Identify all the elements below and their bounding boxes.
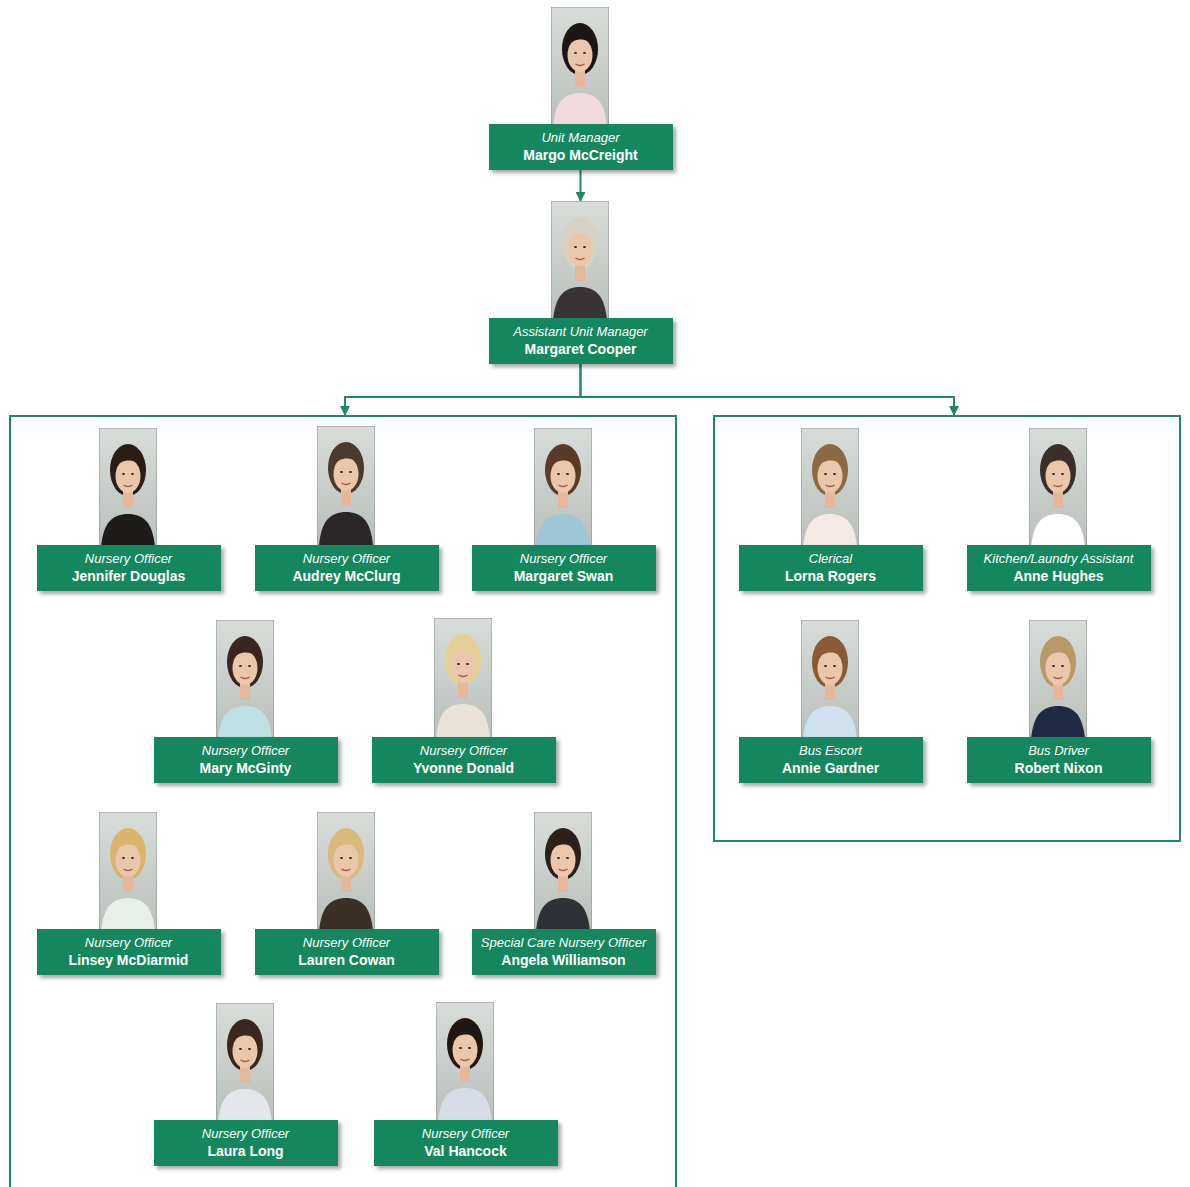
name-label: Nursery OfficerJennifer Douglas [37,545,221,591]
portrait-photo [216,1003,274,1123]
staff-name: Linsey McDiarmid [69,951,189,969]
staff-card: Unit ManagerMargo McCreight [489,7,673,170]
job-title: Nursery Officer [303,551,390,567]
job-title: Assistant Unit Manager [513,324,647,340]
job-title: Nursery Officer [202,1126,289,1142]
portrait-photo [801,620,859,740]
name-label: Nursery OfficerYvonne Donald [372,737,556,783]
portrait-photo [1029,620,1087,740]
staff-name: Annie Gardner [782,759,879,777]
portrait-photo [534,428,592,548]
job-title: Nursery Officer [420,743,507,759]
staff-name: Margaret Cooper [524,340,636,358]
staff-card: Nursery OfficerLinsey McDiarmid [37,812,221,975]
staff-card: Kitchen/Laundry AssistantAnne Hughes [967,428,1151,591]
staff-name: Audrey McClurg [292,567,400,585]
reporting-line [345,364,581,415]
staff-name: Robert Nixon [1015,759,1103,777]
job-title: Nursery Officer [85,551,172,567]
staff-name: Lorna Rogers [785,567,876,585]
job-title: Nursery Officer [422,1126,509,1142]
reporting-line [580,170,582,201]
job-title: Bus Escort [799,743,862,759]
portrait-photo [317,426,375,546]
portrait-photo [801,428,859,548]
staff-name: Laura Long [207,1142,283,1160]
job-title: Nursery Officer [520,551,607,567]
staff-card: Nursery OfficerMargaret Swan [472,428,656,591]
staff-name: Jennifer Douglas [72,567,186,585]
staff-name: Lauren Cowan [298,951,394,969]
staff-card: Nursery OfficerVal Hancock [374,1002,558,1166]
staff-card: Nursery OfficerMary McGinty [154,620,338,783]
name-label: Kitchen/Laundry AssistantAnne Hughes [967,545,1151,591]
job-title: Special Care Nursery Officer [481,935,646,951]
job-title: Nursery Officer [85,935,172,951]
name-label: Bus DriverRobert Nixon [967,737,1151,783]
name-label: Nursery OfficerAudrey McClurg [255,545,439,591]
staff-card: Nursery OfficerLaura Long [154,1003,338,1166]
name-label: Assistant Unit ManagerMargaret Cooper [489,318,673,364]
name-label: ClericalLorna Rogers [739,545,923,591]
portrait-photo [551,7,609,127]
group-frame: Nursery OfficerJennifer DouglasNursery O… [9,415,677,1187]
staff-card: ClericalLorna Rogers [739,428,923,591]
portrait-photo [434,618,492,738]
staff-card: Nursery OfficerJennifer Douglas [37,428,221,591]
portrait-photo [551,201,609,321]
staff-name: Margaret Swan [514,567,614,585]
portrait-photo [1029,428,1087,548]
staff-card: Nursery OfficerAudrey McClurg [255,426,439,591]
staff-name: Mary McGinty [200,759,292,777]
name-label: Bus EscortAnnie Gardner [739,737,923,783]
staff-card: Assistant Unit ManagerMargaret Cooper [489,201,673,364]
staff-card: Special Care Nursery OfficerAngela Willi… [472,812,656,975]
job-title: Kitchen/Laundry Assistant [984,551,1134,567]
job-title: Nursery Officer [202,743,289,759]
staff-name: Margo McCreight [523,146,637,164]
staff-name: Val Hancock [424,1142,507,1160]
group-frame: ClericalLorna Rogers Kitchen/Laundry Assi… [713,415,1181,842]
name-label: Nursery OfficerMargaret Swan [472,545,656,591]
portrait-photo [436,1002,494,1122]
name-label: Nursery OfficerMary McGinty [154,737,338,783]
reporting-line [581,364,955,415]
staff-name: Yvonne Donald [413,759,514,777]
job-title: Bus Driver [1028,743,1089,759]
portrait-photo [99,812,157,932]
portrait-photo [534,812,592,932]
staff-name: Anne Hughes [1013,567,1103,585]
portrait-photo [317,812,375,932]
staff-card: Bus DriverRobert Nixon [967,620,1151,783]
name-label: Unit ManagerMargo McCreight [489,124,673,170]
name-label: Special Care Nursery OfficerAngela Willi… [472,929,656,975]
staff-card: Nursery OfficerLauren Cowan [255,812,439,975]
job-title: Unit Manager [541,130,619,146]
staff-card: Bus EscortAnnie Gardner [739,620,923,783]
staff-card: Nursery OfficerYvonne Donald [372,618,556,783]
job-title: Nursery Officer [303,935,390,951]
name-label: Nursery OfficerLaura Long [154,1120,338,1166]
portrait-photo [216,620,274,740]
name-label: Nursery OfficerLinsey McDiarmid [37,929,221,975]
name-label: Nursery OfficerLauren Cowan [255,929,439,975]
job-title: Clerical [809,551,852,567]
staff-name: Angela Williamson [501,951,625,969]
name-label: Nursery OfficerVal Hancock [374,1120,558,1166]
portrait-photo [99,428,157,548]
